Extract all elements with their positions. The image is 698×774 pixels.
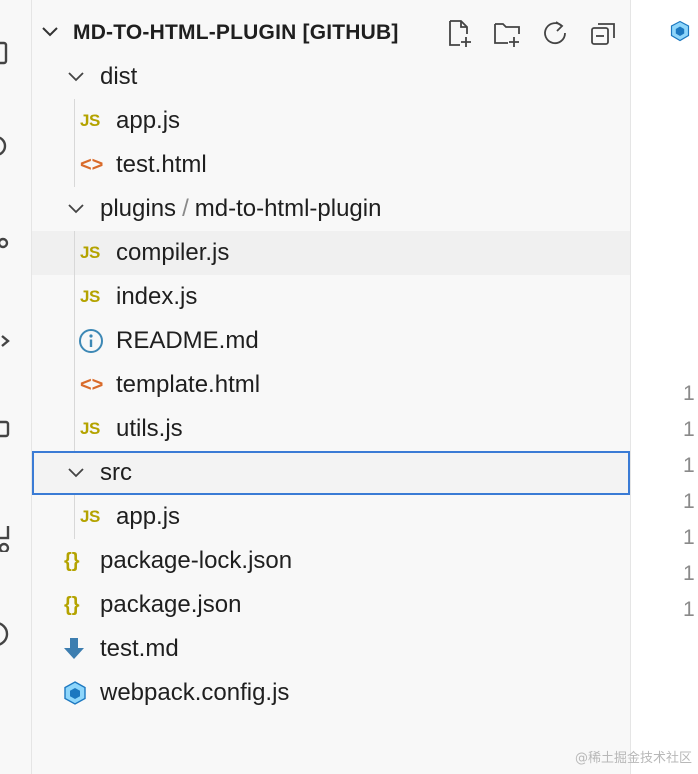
collapse-all-button[interactable] [588,18,618,48]
tree-item-label: app.js [116,503,181,530]
line-number: 1 [683,526,695,549]
tree-folder-plugins[interactable]: plugins/md-to-html-plugin [32,187,630,231]
chevron-down-icon[interactable] [40,22,60,42]
markdown-down-arrow-icon [62,627,86,671]
tree-item-label: package.json [100,591,242,618]
line-number: 1 [683,490,695,513]
activity-bar [0,0,32,774]
chevron-down-icon [68,468,84,478]
tree-item-label: plugins/md-to-html-plugin [100,187,381,231]
json-file-icon: {} [64,550,80,572]
indent-guide [74,319,75,363]
workspace-title: MD-TO-HTML-PLUGIN [GITHUB] [73,21,399,44]
tree-file-package-json[interactable]: {} package.json [32,583,630,627]
tree-item-label: compiler.js [116,239,230,266]
js-file-icon: JS [80,111,100,130]
files-icon[interactable] [0,40,10,66]
tree-item-label: app.js [116,107,181,134]
tree-file-webpack-config-js[interactable]: webpack.config.js [32,671,630,715]
path-separator: / [182,195,189,222]
tree-folder-dist[interactable]: dist [32,55,630,99]
tree-file-package-lock-json[interactable]: {} package-lock.json [32,539,630,583]
indent-guide [74,495,75,539]
js-file-icon: JS [80,243,100,262]
source-control-icon[interactable] [0,230,10,256]
new-folder-icon [494,23,520,47]
html-file-icon: <> [80,154,104,176]
new-file-button[interactable] [444,18,474,48]
run-debug-icon[interactable] [0,328,10,354]
tree-item-label: test.md [100,635,179,662]
tree-item-label: README.md [116,327,259,354]
tree-item-label: dist [100,63,138,90]
tree-file-index-js[interactable]: JS index.js [32,275,630,319]
webpack-cube-icon [670,20,690,42]
explorer-sidebar: MD-TO-HTML-PLUGIN [GITHUB] dist JS app.j… [32,0,630,774]
chevron-down-icon [68,72,84,82]
indent-guide [74,275,75,319]
indent-guide [74,407,75,451]
remote-explorer-icon[interactable] [0,526,10,552]
tree-item-label: package-lock.json [100,547,293,574]
json-file-icon: {} [64,594,80,616]
tree-item-label: index.js [116,283,198,310]
search-icon[interactable] [0,134,10,160]
tree-item-label: src [100,459,132,486]
js-file-icon: JS [80,287,100,306]
new-file-icon [449,20,471,47]
tree-item-label: webpack.config.js [100,679,290,706]
line-number: 1 [683,562,695,585]
line-number: 1 [683,418,695,441]
line-number: 1 [683,598,695,621]
tree-file-dist-app-js[interactable]: JS app.js [32,99,630,143]
webpack-cube-icon [62,671,88,715]
tree-file-test-html[interactable]: <> test.html [32,143,630,187]
folder-name-plugins[interactable]: plugins [100,195,177,222]
indent-guide [74,99,75,143]
collapse-all-icon [591,23,615,45]
folder-name-md-to-html-plugin[interactable]: md-to-html-plugin [194,195,382,222]
tree-folder-src[interactable]: src [32,451,630,495]
html-file-icon: <> [80,374,104,396]
activity-bar-divider [31,0,32,774]
refresh-button[interactable] [540,18,570,48]
extensions-icon[interactable] [0,416,10,442]
tree-file-src-app-js[interactable]: JS app.js [32,495,630,539]
explorer-header[interactable]: MD-TO-HTML-PLUGIN [GITHUB] [32,10,630,54]
tree-file-utils-js[interactable]: JS utils.js [32,407,630,451]
watermark: @稀土掘金技术社区 [574,751,692,766]
tree-item-label: template.html [116,371,261,398]
tree-item-label: test.html [116,151,207,178]
js-file-icon: JS [80,507,100,526]
js-file-icon: JS [80,419,100,438]
editor-area[interactable]: 1 1 1 1 1 1 1 [631,0,698,774]
line-number: 1 [683,454,695,477]
line-number: 1 [683,382,695,405]
tree-file-compiler-js[interactable]: JS compiler.js [32,231,630,275]
new-folder-button[interactable] [492,18,522,48]
sidebar-border [630,0,631,774]
chevron-down-icon [68,204,84,214]
accounts-icon[interactable] [0,620,10,646]
tree-item-label: utils.js [116,415,183,442]
tree-file-template-html[interactable]: <> template.html [32,363,630,407]
indent-guide [74,143,75,187]
tree-file-readme-md[interactable]: README.md [32,319,630,363]
info-icon [78,319,104,363]
indent-guide [74,231,75,275]
refresh-icon [544,21,566,45]
tree-file-test-md[interactable]: test.md [32,627,630,671]
indent-guide [74,363,75,407]
